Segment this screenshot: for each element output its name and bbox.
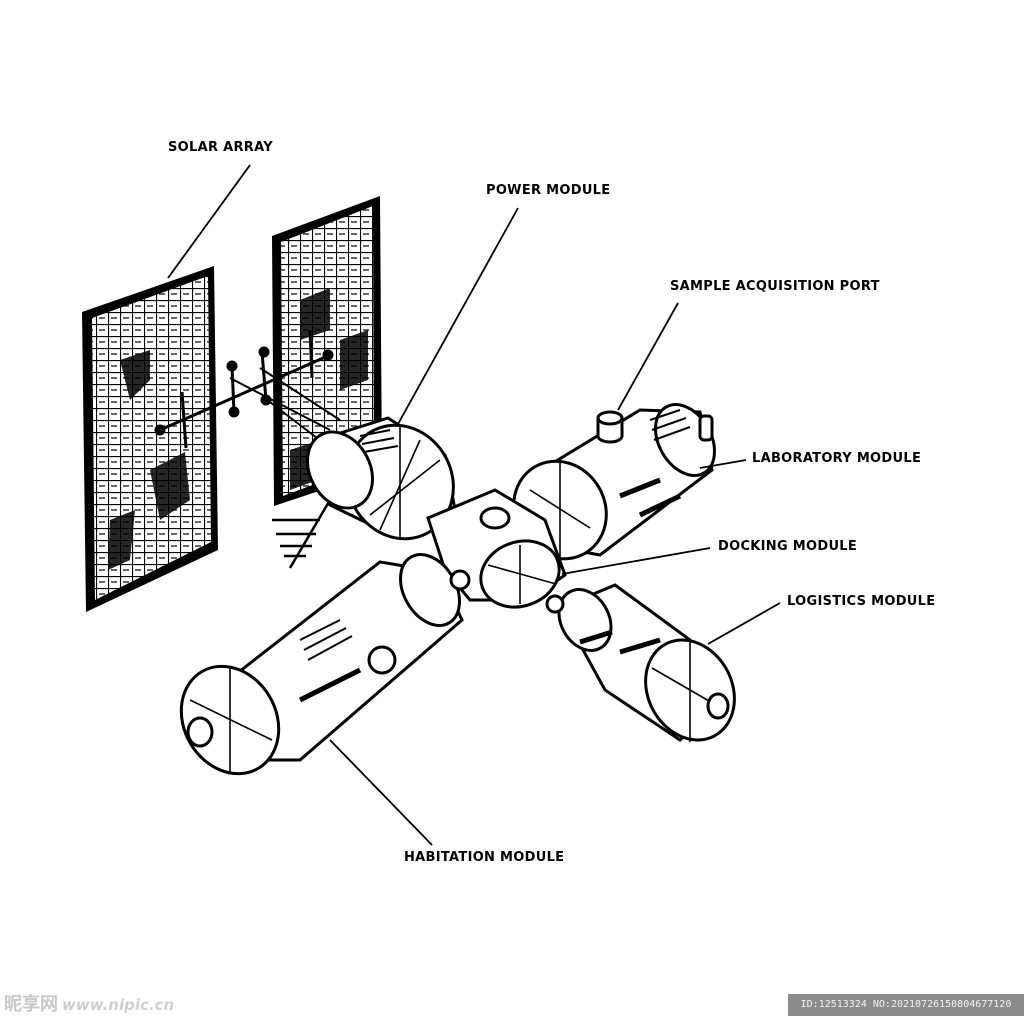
- leader-lines: [167, 164, 781, 846]
- leader-line-laboratory-module: [699, 459, 747, 469]
- label-logistics-module: LOGISTICS MODULE: [787, 594, 936, 609]
- label-habitation-module: HABITATION MODULE: [404, 850, 565, 865]
- leader-line-sample-acquisition-port: [617, 302, 679, 411]
- label-laboratory-module: LABORATORY MODULE: [752, 451, 922, 466]
- watermark-left-url: www.nipic.cn: [62, 996, 175, 1014]
- label-sample-acquisition-port: SAMPLE ACQUISITION PORT: [670, 279, 880, 294]
- logistics-module: [545, 583, 736, 742]
- leader-line-habitation-module: [329, 739, 433, 846]
- leader-line-logistics-module: [707, 602, 781, 645]
- watermark-right: ID:12513324 NO:20210726150804677120: [788, 994, 1024, 1016]
- sample-acquisition-port: [596, 410, 624, 444]
- watermark-left-cn: 昵享网: [4, 994, 58, 1015]
- label-power-module: POWER MODULE: [486, 183, 611, 198]
- leader-line-power-module: [397, 207, 519, 425]
- label-docking-module: DOCKING MODULE: [718, 539, 858, 554]
- leader-line-solar-array: [167, 164, 251, 279]
- habitation-module: [179, 553, 471, 776]
- leader-line-docking-module: [561, 547, 711, 575]
- solar-array-left-panel: [82, 266, 218, 612]
- label-solar-array: SOLAR ARRAY: [168, 140, 273, 155]
- solar-array-mast: [154, 329, 341, 449]
- antenna: [272, 499, 332, 569]
